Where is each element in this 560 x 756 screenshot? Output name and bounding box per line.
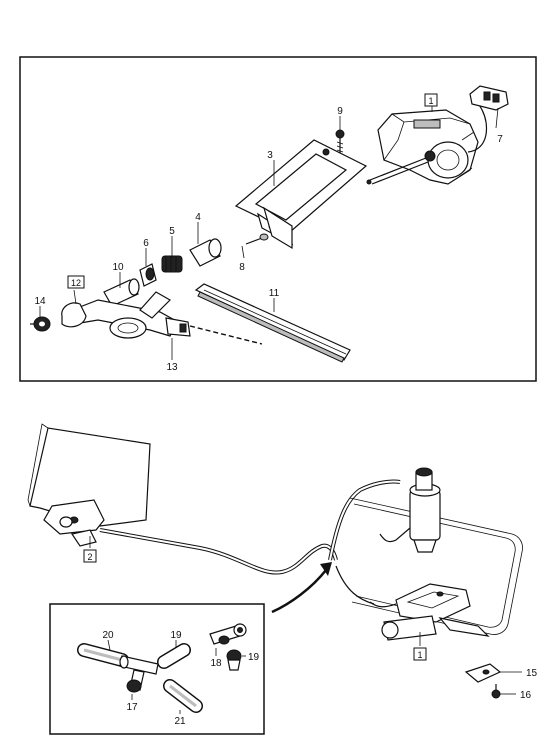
washer-hose — [99, 479, 401, 575]
mounted-motor — [335, 565, 490, 641]
hose-20 — [77, 643, 129, 667]
inset-leaders — [107, 639, 246, 714]
arm-blade-link — [189, 325, 263, 345]
screw-9 — [335, 129, 345, 156]
nut-14 — [30, 316, 51, 332]
sleeve-4 — [189, 238, 222, 267]
callout-15: 15 — [526, 668, 538, 679]
callout-18: 18 — [210, 658, 222, 669]
wiper-arm — [61, 291, 191, 339]
callout-19-b: 19 — [248, 652, 260, 663]
callout-7: 7 — [497, 134, 503, 145]
callout-19-a: 19 — [170, 630, 182, 641]
top-leaders — [39, 106, 499, 360]
callout-1-top: 1 — [428, 96, 433, 106]
hose-21 — [163, 679, 203, 713]
callout-12: 12 — [71, 278, 81, 288]
rear-window — [27, 423, 151, 527]
bolt-8 — [245, 233, 269, 245]
callout-8: 8 — [239, 262, 245, 273]
callout-21: 21 — [174, 716, 186, 727]
callout-17: 17 — [126, 702, 138, 713]
callout-10: 10 — [112, 262, 124, 273]
callout-2: 2 — [87, 552, 92, 562]
motor-shaft — [366, 157, 429, 185]
connector-18 — [209, 623, 247, 645]
motor-connector — [467, 85, 509, 153]
callout-9: 9 — [337, 106, 343, 117]
clip-15 — [464, 663, 502, 683]
callout-4: 4 — [195, 212, 201, 223]
callout-11: 11 — [269, 288, 280, 299]
inset-pointer-arrow — [271, 562, 332, 614]
washer-pump — [379, 467, 441, 553]
cap-6 — [139, 263, 157, 287]
callout-1-bottom: 1 — [417, 650, 422, 660]
callout-14: 14 — [34, 296, 46, 307]
wiper-motor — [377, 109, 479, 185]
hose-19 — [157, 643, 191, 669]
callout-box-2 — [83, 549, 97, 563]
callout-box-12 — [67, 275, 85, 289]
motor-bracket — [234, 139, 368, 250]
callout-5: 5 — [169, 226, 175, 237]
washer-reservoir — [349, 497, 523, 635]
callout-13: 13 — [166, 362, 178, 373]
top-panel-frame — [19, 56, 537, 382]
callout-box-1-bottom — [413, 647, 427, 661]
callout-6: 6 — [143, 238, 149, 249]
callout-box-1-top — [424, 93, 438, 107]
callout-16: 16 — [520, 690, 532, 701]
window-wiper-unit — [43, 499, 105, 547]
screw-16 — [491, 684, 501, 699]
grommet-5 — [161, 255, 183, 273]
sleeve-10 — [103, 278, 140, 307]
t-connector-17 — [119, 655, 159, 693]
cap-19 — [226, 649, 242, 671]
wiper-blade — [194, 283, 351, 363]
callout-20: 20 — [102, 630, 114, 641]
callout-3: 3 — [267, 150, 273, 161]
